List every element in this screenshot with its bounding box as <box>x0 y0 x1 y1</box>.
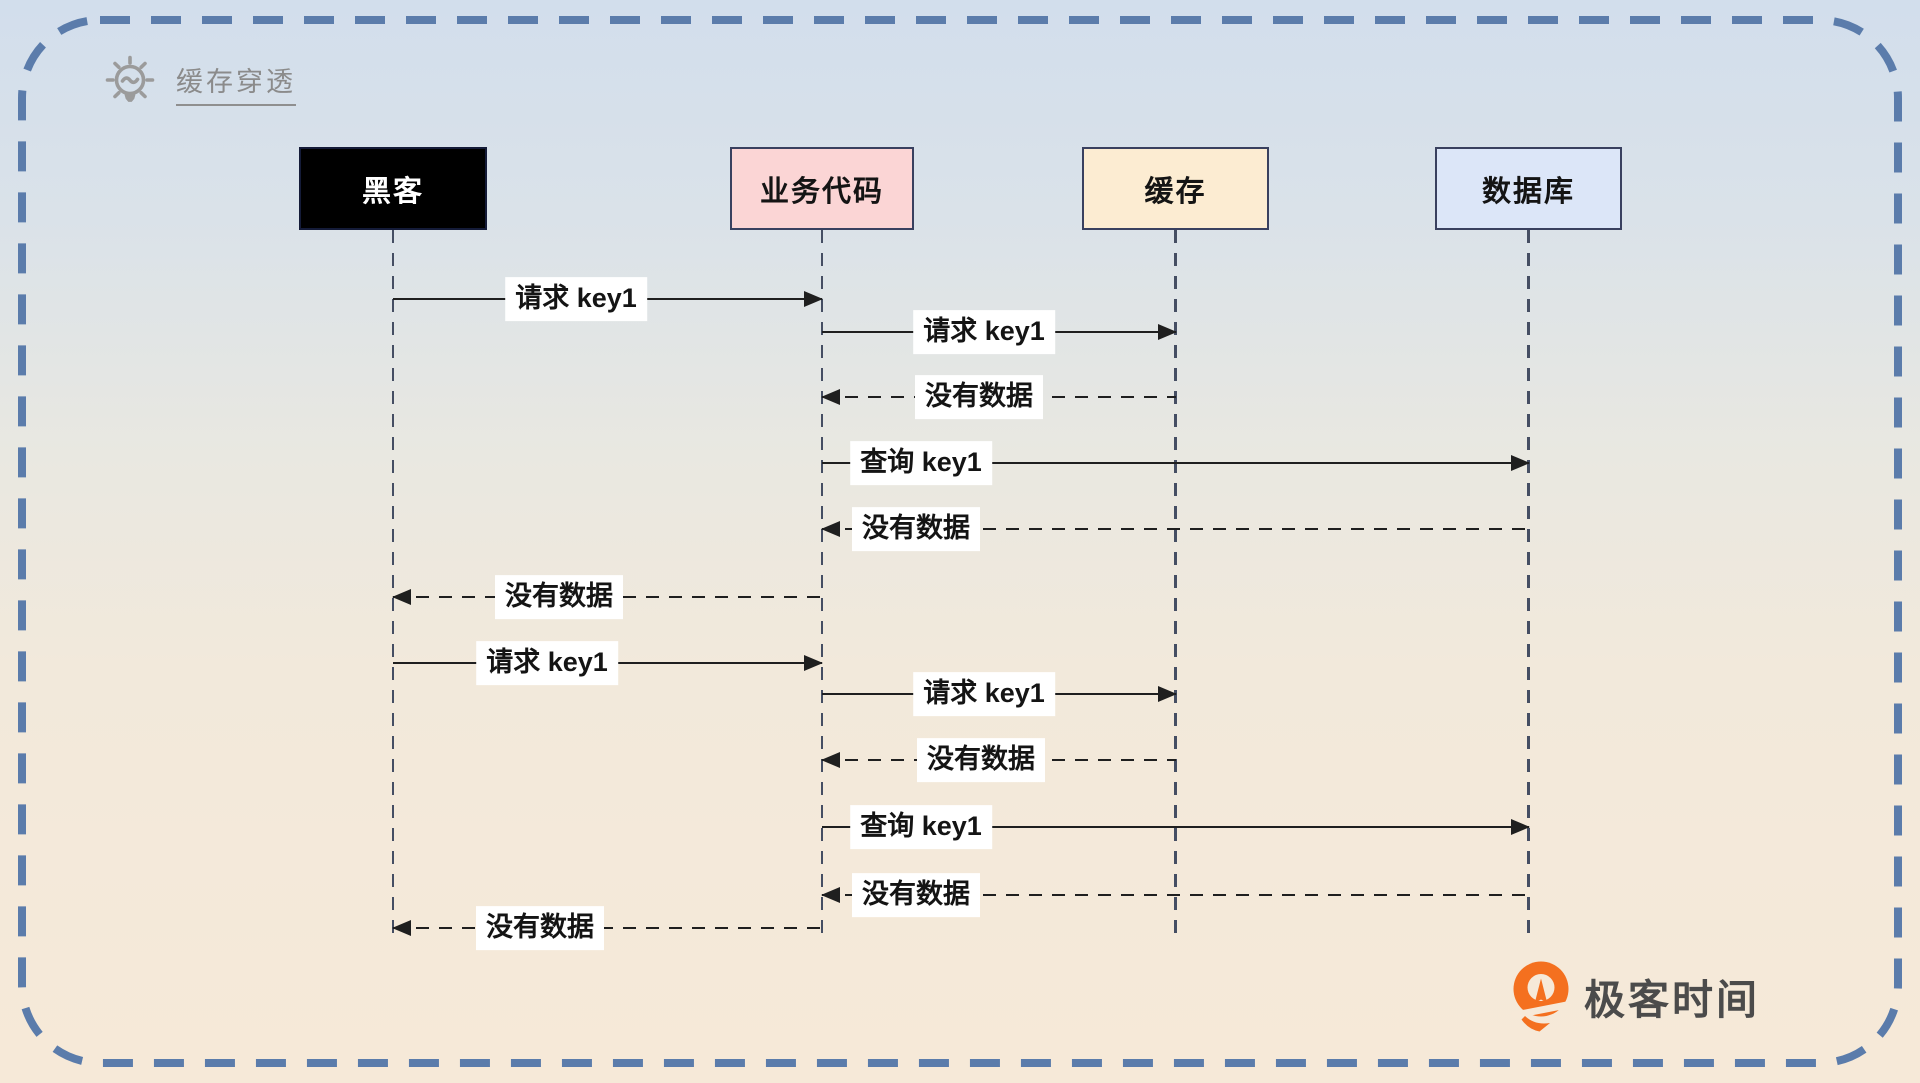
actor-database: 数据库 <box>1435 147 1622 230</box>
message-label: 查询 key1 <box>850 441 992 485</box>
geektime-logo-icon <box>1511 961 1571 1032</box>
arrowhead-right-icon <box>1157 324 1177 340</box>
diagram-title: 缓存穿透 <box>176 60 296 106</box>
arrowhead-left-icon <box>821 752 840 768</box>
geektime-logo-text: 极客时间 <box>1584 977 1760 1023</box>
message-label: 请求 key1 <box>476 641 618 685</box>
lifeline-cache <box>1174 230 1177 940</box>
message-label: 没有数据 <box>915 375 1043 419</box>
message-label: 没有数据 <box>476 906 604 950</box>
arrowhead-left-icon <box>392 920 411 936</box>
message-label: 查询 key1 <box>850 805 992 849</box>
message-label: 没有数据 <box>495 575 623 619</box>
arrowhead-right-icon <box>804 291 823 307</box>
actor-cache: 缓存 <box>1082 147 1269 230</box>
message-label: 没有数据 <box>852 507 980 551</box>
arrowhead-right-icon <box>1510 819 1530 835</box>
geektime-logo: 极客时间 <box>1510 960 1760 1032</box>
message-label: 没有数据 <box>852 873 980 917</box>
lifeline-database <box>1527 230 1530 940</box>
arrowhead-left-icon <box>821 521 840 537</box>
lifeline-business-code <box>820 230 824 940</box>
message-label: 没有数据 <box>917 738 1045 782</box>
message-line-dashed <box>822 893 1529 897</box>
actor-hacker: 黑客 <box>299 147 487 230</box>
message-line-solid <box>822 825 1529 829</box>
message-line-dashed <box>393 926 822 930</box>
message-label: 请求 key1 <box>505 277 647 321</box>
arrowhead-left-icon <box>821 389 840 405</box>
message-label: 请求 key1 <box>913 672 1055 716</box>
actor-business-code: 业务代码 <box>730 147 914 230</box>
message-line-solid <box>822 461 1529 465</box>
arrowhead-right-icon <box>1157 686 1177 702</box>
arrowhead-right-icon <box>804 655 823 671</box>
message-line-dashed <box>822 527 1529 531</box>
diagram-title-row: 缓存穿透 <box>98 50 296 116</box>
arrowhead-right-icon <box>1510 455 1530 471</box>
arrowhead-left-icon <box>821 887 840 903</box>
message-label: 请求 key1 <box>913 310 1055 354</box>
lightbulb-icon <box>105 55 155 102</box>
arrowhead-left-icon <box>392 589 411 605</box>
lifeline-hacker <box>391 230 395 940</box>
